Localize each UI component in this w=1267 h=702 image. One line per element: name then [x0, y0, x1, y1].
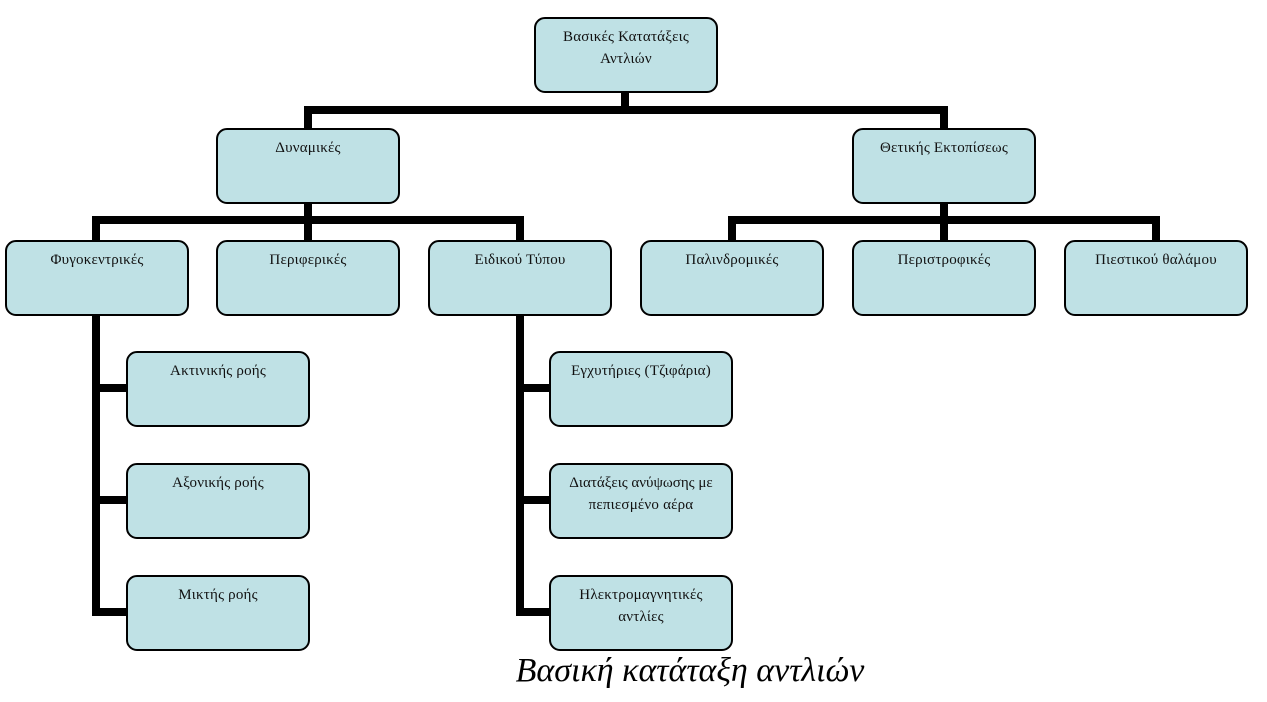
connector-chamber-drop: [1152, 216, 1160, 240]
connector-centrifugal-drop: [92, 216, 100, 240]
node-rotary-label: Περιστροφικές: [897, 252, 991, 268]
connector-airlift-branch: [516, 496, 552, 504]
connector-peripheral-drop: [304, 216, 312, 240]
connector-root-stem: [621, 90, 629, 110]
connector-special-spine: [516, 314, 524, 616]
connector-dynamic-stem: [304, 202, 312, 224]
node-centrifugal: Φυγοκεντρικές: [5, 240, 189, 316]
connector-positive-stem: [940, 202, 948, 224]
node-dynamic-label: Δυναμικές: [275, 140, 341, 156]
node-electromagnetic-line2: αντλίες: [618, 609, 664, 625]
node-air-lift-line2: πεπιεσμένο αέρα: [588, 497, 694, 513]
node-mixed-flow-label: Μικτής ροής: [178, 587, 258, 603]
connector-positive-drop: [940, 106, 948, 130]
node-special-type: Ειδικού Τύπου: [428, 240, 612, 316]
connector-special-drop: [516, 216, 524, 240]
node-axial-flow-label: Αξονικής ροής: [172, 475, 264, 491]
node-basic-classifications-line1: Βασικές Κατατάξεις: [562, 29, 689, 45]
connector-electromagnetic-branch: [516, 608, 552, 616]
connector-rotary-drop: [940, 216, 948, 240]
node-dynamic: Δυναμικές: [216, 128, 400, 204]
connector-level1-bar: [304, 106, 948, 114]
connector-reciprocating-drop: [728, 216, 736, 240]
connector-radial-branch: [92, 384, 128, 392]
node-ejectors: Εγχυτήριες (Τζιφάρια): [549, 351, 733, 427]
node-reciprocating-label: Παλινδρομικές: [685, 252, 779, 268]
node-peripheral-label: Περιφερικές: [269, 252, 347, 268]
node-peripheral: Περιφερικές: [216, 240, 400, 316]
node-reciprocating: Παλινδρομικές: [640, 240, 824, 316]
node-electromagnetic-line1: Ηλεκτρομαγνητικές: [579, 587, 703, 603]
node-basic-classifications-line2: Αντλιών: [600, 51, 652, 67]
node-axial-flow: Αξονικής ροής: [126, 463, 310, 539]
node-positive-displacement: Θετικής Εκτοπίσεως: [852, 128, 1036, 204]
node-mixed-flow: Μικτής ροής: [126, 575, 310, 651]
node-basic-classifications: Βασικές Κατατάξεις Αντλιών: [534, 17, 718, 93]
node-radial-flow-label: Ακτινικής ροής: [170, 363, 266, 379]
connector-ejectors-branch: [516, 384, 552, 392]
node-pressure-chamber-label: Πιεστικού θαλάμου: [1095, 252, 1217, 268]
connector-dynamic-drop: [304, 106, 312, 130]
node-air-lift-line1: Διατάξεις ανύψωσης με: [569, 475, 713, 491]
node-ejectors-label: Εγχυτήριες (Τζιφάρια): [571, 363, 711, 379]
node-electromagnetic: Ηλεκτρομαγνητικές αντλίες: [549, 575, 733, 651]
connector-centrifugal-spine: [92, 314, 100, 616]
node-special-type-label: Ειδικού Τύπου: [474, 252, 566, 268]
node-positive-displacement-label: Θετικής Εκτοπίσεως: [880, 140, 1008, 156]
node-radial-flow: Ακτινικής ροής: [126, 351, 310, 427]
node-centrifugal-label: Φυγοκεντρικές: [50, 252, 144, 268]
node-air-lift: Διατάξεις ανύψωσης με πεπιεσμένο αέρα: [549, 463, 733, 539]
connector-axial-branch: [92, 496, 128, 504]
node-pressure-chamber: Πιεστικού θαλάμου: [1064, 240, 1248, 316]
figure-caption: Βασική κατάταξη αντλιών: [515, 652, 865, 689]
connector-mixed-branch: [92, 608, 128, 616]
node-rotary: Περιστροφικές: [852, 240, 1036, 316]
